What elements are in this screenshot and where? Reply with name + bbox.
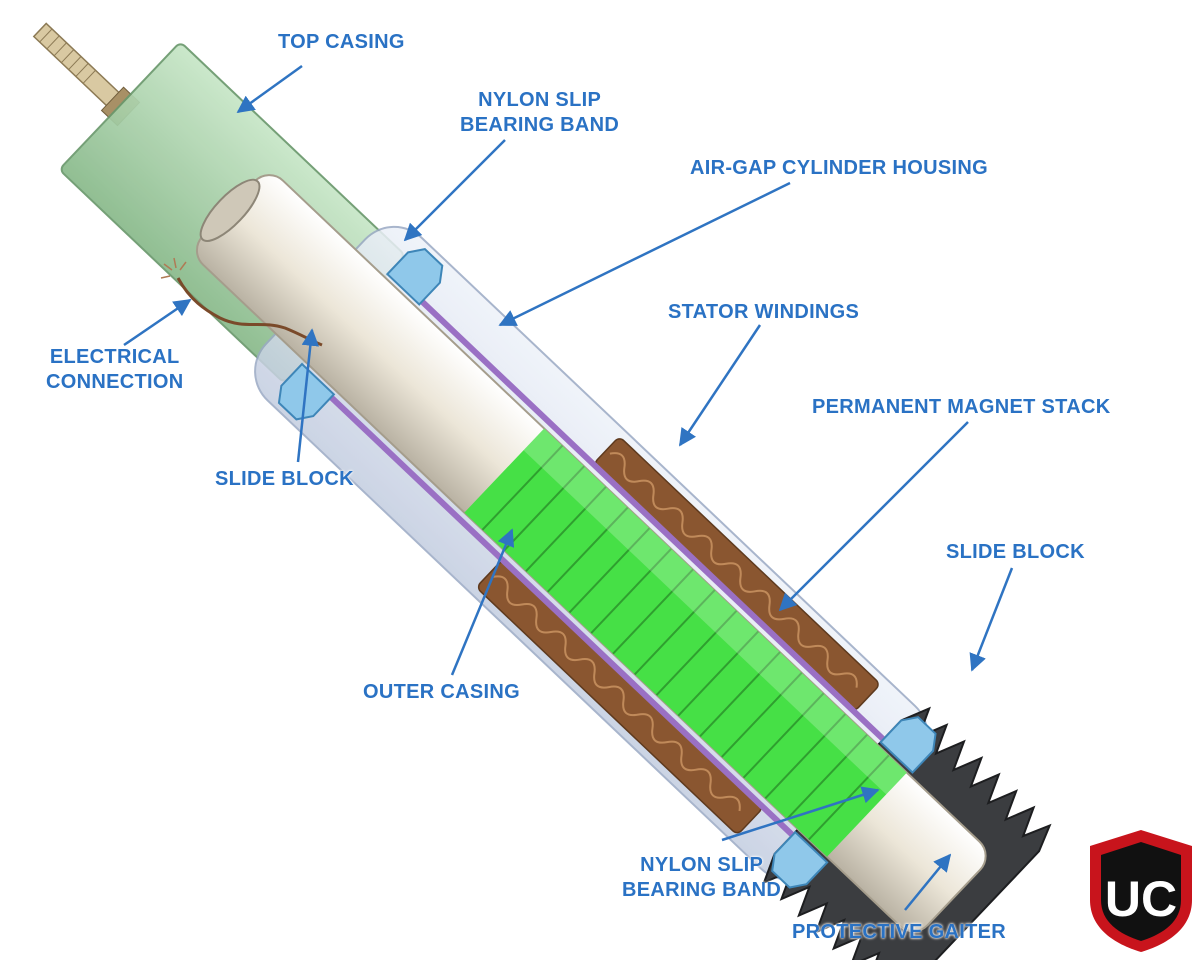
uc-shield-logo: UC xyxy=(1090,830,1192,952)
shock-assembly xyxy=(32,22,1052,960)
label-nylon-slip-bearing-band-top: NYLON SLIP BEARING BAND xyxy=(460,88,619,138)
rod-end xyxy=(199,178,261,242)
label-line: BEARING BAND xyxy=(622,879,782,901)
label-slide-block-right: SLIDE BLOCK xyxy=(946,541,1085,563)
label-nylon-slip-bearing-band-bottom: NYLON SLIP BEARING BAND xyxy=(622,853,781,903)
label-slide-block-left: SLIDE BLOCK xyxy=(215,468,354,490)
label-line: ELECTRICAL xyxy=(49,346,180,368)
label-top-casing: TOP CASING xyxy=(278,31,405,53)
label-line: BEARING BAND xyxy=(460,114,620,136)
label-line: NYLON SLIP xyxy=(478,89,602,111)
label-protective-gaiter: PROTECTIVE GAITER xyxy=(792,921,1007,943)
label-electrical-connection: ELECTRICAL CONNECTION xyxy=(46,345,183,395)
label-air-gap-cylinder-housing: AIR-GAP CYLINDER HOUSING xyxy=(690,157,988,179)
label-stator-windings: STATOR WINDINGS xyxy=(668,301,860,323)
leader-lines xyxy=(123,64,1014,911)
bearing-blocks xyxy=(277,248,937,889)
air-gap-sleeve xyxy=(297,269,893,845)
label-line: CONNECTION xyxy=(46,371,184,393)
wire-strands xyxy=(160,257,187,279)
permanent-magnet-stack xyxy=(464,428,907,857)
label-outer-casing: OUTER CASING xyxy=(363,681,520,703)
stator-windings xyxy=(477,438,879,834)
logo-text: UC xyxy=(1105,871,1177,927)
label-permanent-magnet-stack: PERMANENT MAGNET STACK xyxy=(812,396,1111,418)
label-line: NYLON SLIP xyxy=(640,854,764,876)
